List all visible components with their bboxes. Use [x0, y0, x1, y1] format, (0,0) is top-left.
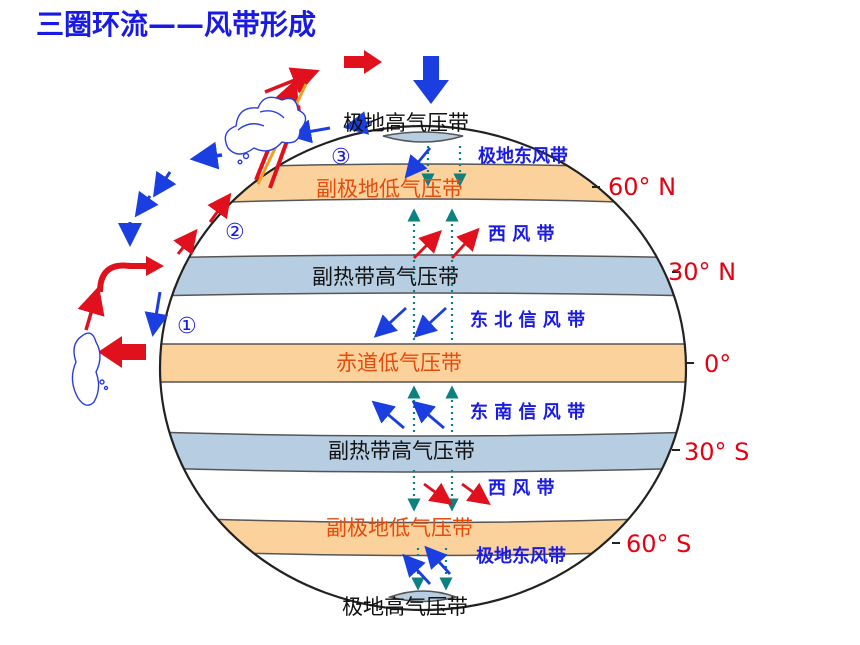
polar-easterly-arrow-s1	[402, 553, 432, 585]
lat-30n: 30° N	[668, 258, 736, 286]
se-trade-arrow-1	[371, 400, 405, 430]
lat-0: 0°	[704, 350, 731, 378]
polar-easterly-arrow-s2	[424, 545, 452, 575]
cloud-icon	[224, 96, 307, 165]
belt-south-subtropical-high	[160, 431, 686, 473]
top-right-red-arrow	[344, 50, 382, 74]
equator-left-red-arrow	[98, 336, 146, 368]
belt-equatorial-low	[160, 343, 686, 383]
westerly-arrow-n1	[413, 230, 442, 259]
label-north-westerlies: 西 风 带	[488, 224, 555, 245]
cell-2-label: ②	[225, 220, 245, 245]
cell-3-label: ③	[331, 145, 351, 170]
cell-numbers: ① 1 ② 2 ③ 3	[177, 145, 351, 339]
latitude-labels: 60° N 30° N 0° 30° S 60° S	[608, 173, 749, 558]
label-south-subtropical-high: 副热带高气压带	[328, 439, 475, 463]
label-north-subtropical-high: 副热带高气压带	[312, 265, 459, 289]
westerly-arrow-s1	[423, 482, 453, 505]
globe	[160, 126, 686, 610]
belt-north-subtropical-high	[160, 254, 686, 297]
ne-trade-arrow-2	[413, 306, 447, 338]
south-polar-cap	[387, 590, 459, 603]
cell-1-label: ①	[177, 314, 197, 339]
wind-belt-labels: 极地东风带 西 风 带 东 北 信 风 带 东 南 信 风 带 西 风 带 极地…	[470, 145, 585, 567]
lat-30s: 30° S	[684, 438, 749, 466]
label-equatorial-low: 赤道低气压带	[336, 351, 462, 375]
cloud-icon	[71, 332, 109, 406]
label-south-polar-high: 极地高气压带	[342, 595, 468, 619]
curved-red-arrow	[97, 262, 148, 293]
upper-circulation-arrows	[77, 50, 449, 368]
label-north-polar-high: 极地高气压带	[343, 111, 469, 135]
label-south-subpolar-low: 副极地低气压带	[326, 516, 473, 540]
pressure-belt-labels: 极地高气压带 副极地低气压带 副热带高气压带 赤道低气压带 副热带高气压带 副极…	[312, 111, 475, 619]
belt-south-subpolar-low	[160, 516, 686, 557]
label-ne-trades: 东 北 信 风 带	[470, 309, 585, 331]
polar-easterly-arrow-n1	[404, 147, 432, 179]
label-south-westerlies: 西 风 带	[488, 478, 555, 499]
label-south-polar-easterlies: 极地东风带	[476, 545, 566, 567]
label-se-trades: 东 南 信 风 带	[470, 401, 585, 423]
label-north-polar-easterlies: 极地东风带	[478, 145, 568, 167]
lat-60s: 60° S	[626, 530, 691, 558]
ne-trade-arrow-1	[373, 306, 407, 338]
label-north-subpolar-low: 副极地低气压带	[316, 177, 463, 201]
big-down-arrow	[413, 56, 449, 104]
latitude-ticks	[592, 186, 694, 544]
westerly-arrow-s2	[461, 482, 491, 505]
lat-60n: 60° N	[608, 173, 676, 201]
surface-wind-arrows	[371, 147, 491, 585]
diagram-title: 三圈环流——风带形成	[36, 8, 316, 41]
westerly-arrow-n2	[450, 227, 480, 259]
se-trade-arrow-2	[411, 400, 445, 430]
north-polar-cap	[382, 131, 464, 143]
globe-outline	[158, 124, 688, 612]
